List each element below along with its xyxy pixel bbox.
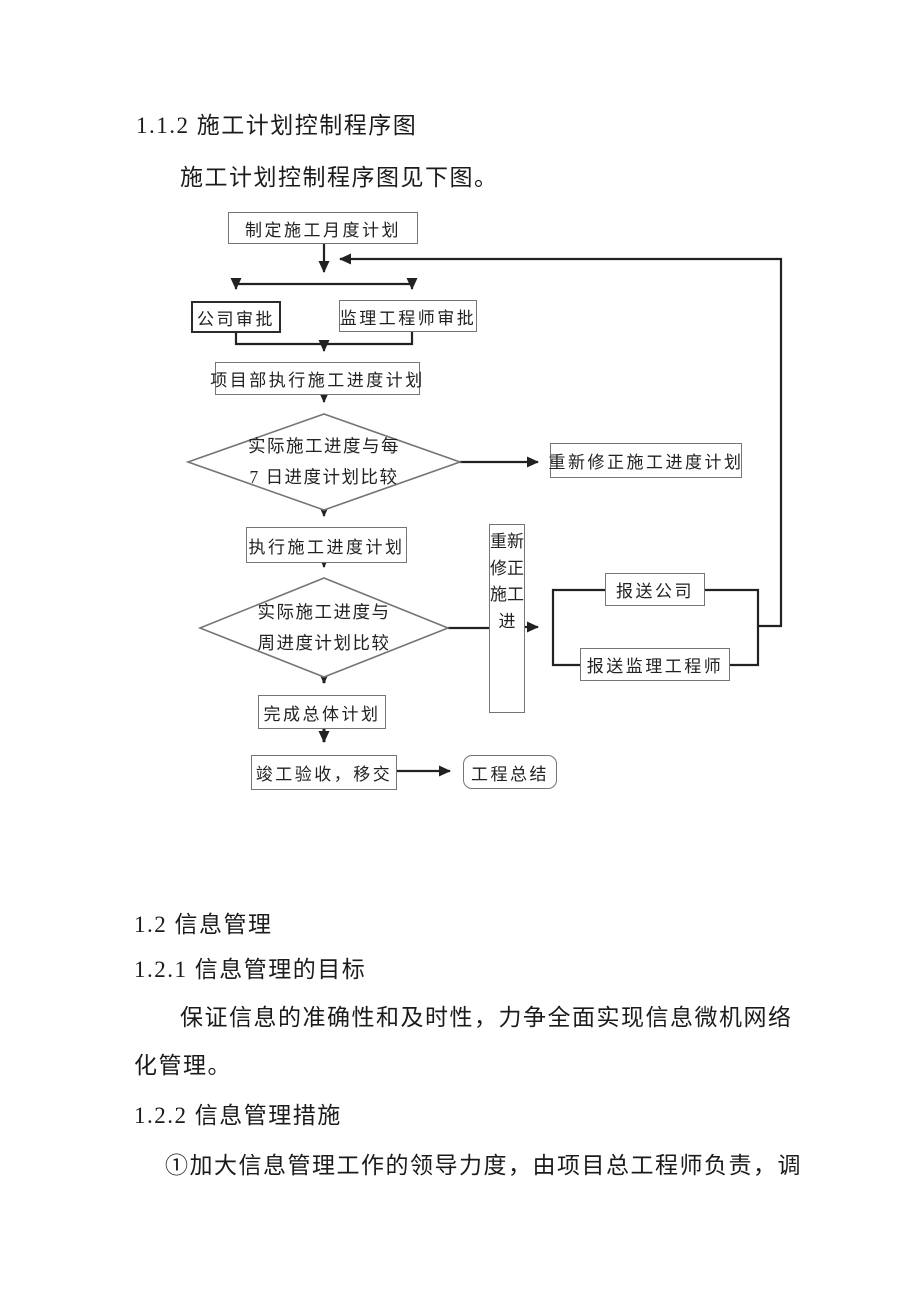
heading-1-2: 1.2 信息管理 [134, 912, 273, 937]
node-acceptance-handover: 竣工验收，移交 [251, 755, 397, 790]
diamond-check-weekly [197, 577, 451, 678]
node-revise-vertical: 重新修正施工进 [489, 524, 525, 713]
heading-1-1-2: 1.1.2 施工计划控制程序图 [136, 113, 418, 138]
check-weekly-line1: 实际施工进度与 [257, 602, 391, 622]
node-revise-schedule: 重新修正施工进度计划 [549, 443, 742, 478]
connector-feedback-loop [339, 253, 783, 628]
connector-converge [234, 332, 414, 346]
check-weekly-line2: 周进度计划比较 [257, 633, 391, 653]
check-7day-line2: 7 日进度计划比较 [249, 467, 399, 487]
check-7day-line1: 实际施工进度与每 [248, 436, 400, 456]
node-company-approval: 公司审批 [191, 301, 281, 333]
heading-1-2-1: 1.2.1 信息管理的目标 [134, 957, 367, 982]
connector-report-bracket-right [705, 588, 760, 667]
goal-paragraph-line1: 保证信息的准确性和及时性，力争全面实现信息微机网络 [180, 1005, 793, 1030]
flowchart: 制定施工月度计划 公司审批 监理工程师审批 项目部执行施工进度计划 实际施工进度… [185, 212, 783, 790]
flowchart-connectors [185, 244, 783, 777]
measure-paragraph-line1: ①加大信息管理工作的领导力度，由项目总工程师负责，调 [165, 1153, 802, 1178]
heading-1-2-2: 1.2.2 信息管理措施 [134, 1103, 342, 1128]
node-project-summary: 工程总结 [463, 755, 557, 789]
diamond-check-7day [185, 413, 463, 511]
node-execute-schedule: 执行施工进度计划 [246, 527, 407, 563]
intro-paragraph: 施工计划控制程序图见下图。 [180, 165, 499, 190]
node-report-company: 报送公司 [605, 573, 705, 606]
goal-paragraph-line2: 化管理。 [134, 1053, 232, 1078]
connector-report-bracket-left [551, 588, 605, 667]
diamond-label-check-7day: 实际施工进度与每 7 日进度计划比较 [204, 431, 444, 493]
node-project-execute: 项目部执行施工进度计划 [210, 362, 422, 395]
node-supervisor-approval: 监理工程师审批 [339, 300, 477, 332]
diamond-label-check-weekly: 实际施工进度与 周进度计划比较 [214, 597, 434, 659]
node-report-supervisor: 报送监理工程师 [580, 648, 730, 681]
node-monthly-plan: 制定施工月度计划 [228, 212, 418, 244]
node-complete-plan: 完成总体计划 [258, 695, 386, 729]
